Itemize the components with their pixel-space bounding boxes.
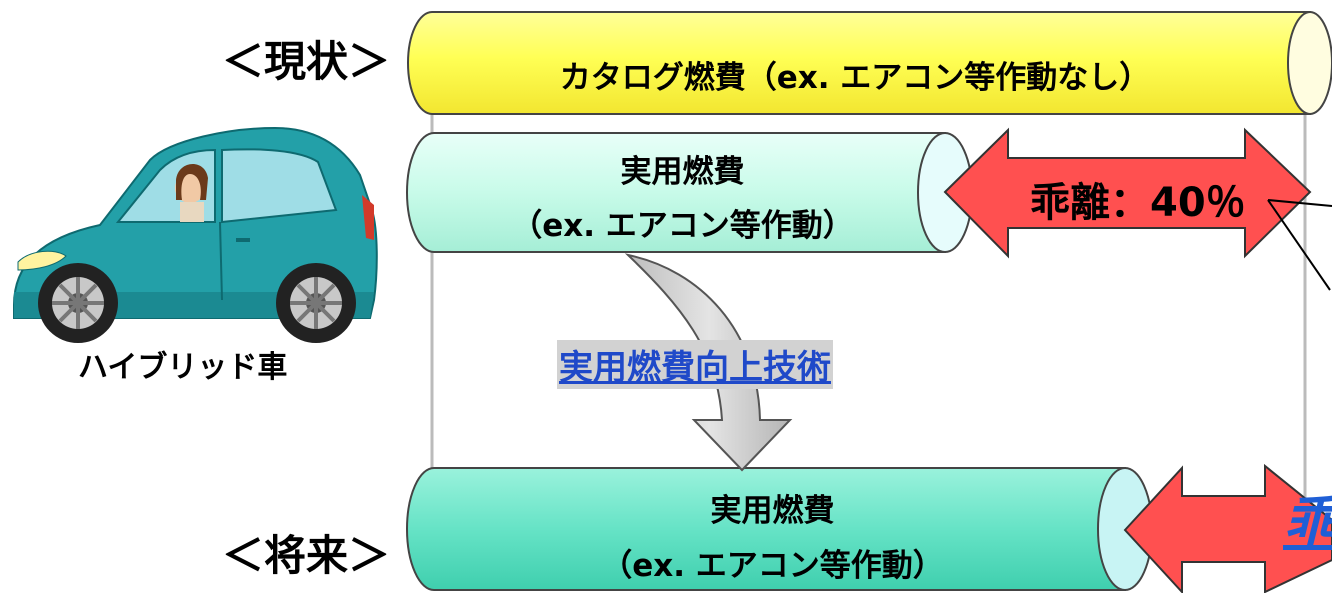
fuel-improvement-technology-link[interactable]: 実用燃費向上技術 xyxy=(557,340,833,389)
real-fuel-future-subtitle: （ex. エアコン等作動） xyxy=(601,548,944,584)
real-fuel-future-title: 実用燃費 xyxy=(710,493,835,529)
catalog-bar xyxy=(407,11,1332,115)
gap-arrow xyxy=(943,127,1312,259)
real-fuel-current-subtitle: （ex. エアコン等作動） xyxy=(511,208,854,244)
label-future-status: ＜将来＞ xyxy=(222,531,391,580)
gap-percentage-label: 乖離：40％ xyxy=(1030,180,1246,226)
improvement-arrow xyxy=(624,253,793,472)
real-bar-future xyxy=(406,467,1153,591)
label-hybrid-car: ハイブリッド車 xyxy=(78,350,288,385)
label-current-status: ＜現状＞ xyxy=(222,37,391,86)
callout-line-2 xyxy=(1267,199,1331,291)
callout-line-1 xyxy=(1267,199,1332,207)
future-gap-arrow xyxy=(1123,463,1332,595)
real-fuel-current-title: 実用燃費 xyxy=(620,154,745,190)
catalog-fuel-text: カタログ燃費（ex. エアコン等作動なし） xyxy=(559,60,1151,96)
hybrid-car-illustration xyxy=(13,126,378,343)
cut-off-gap-text[interactable]: 乖 xyxy=(1283,478,1332,559)
